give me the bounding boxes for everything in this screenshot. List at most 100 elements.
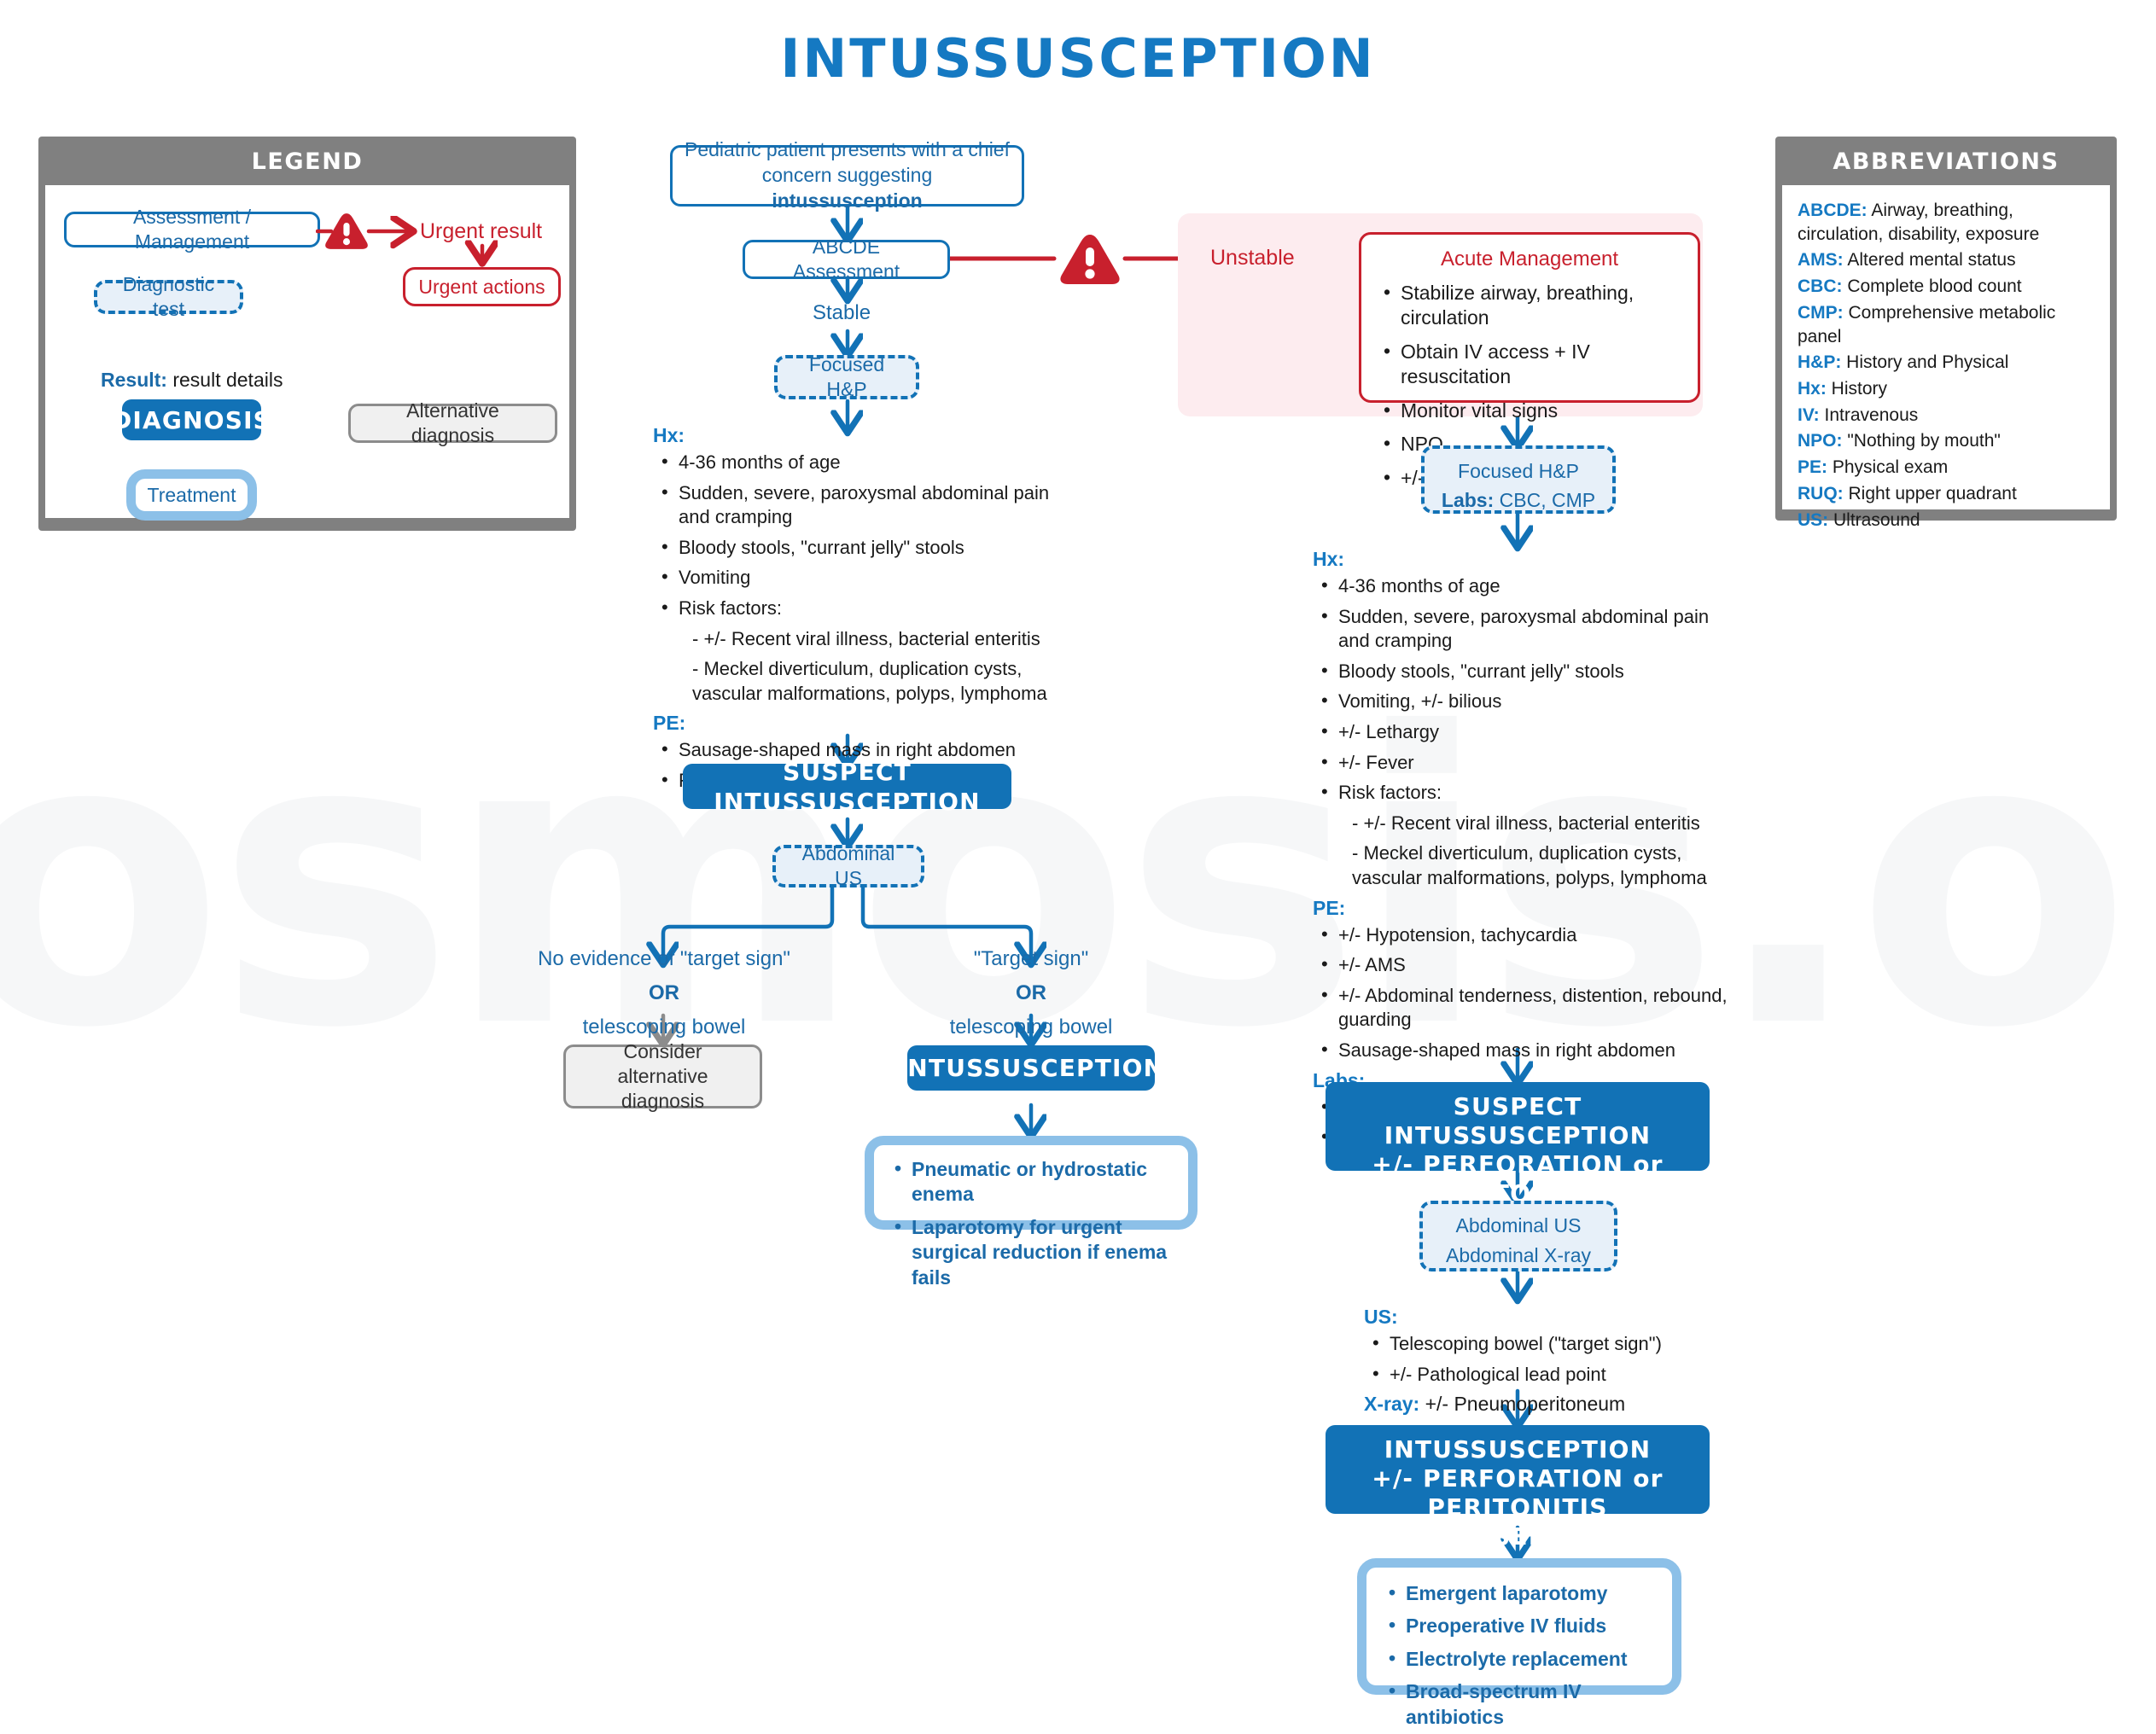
unstable-suspect-line1: SUSPECT INTUSSUSCEPTION xyxy=(1384,1092,1652,1150)
legend-assessment-box: Assessment / Management xyxy=(64,206,320,253)
unstable-pe-list: +/- Hypotension, tachycardia +/- AMS +/- A… xyxy=(1313,922,1739,1063)
acute-management-box: Acute Management Stabilize airway, breat… xyxy=(1359,232,1700,490)
unstable-imaging-line2: Abdominal X-ray xyxy=(1445,1243,1592,1266)
list-item: Sudden, severe, paroxysmal abdominal pai… xyxy=(1321,604,1739,654)
unstable-imaging-line1: Abdominal US xyxy=(1455,1214,1582,1236)
focused-hp-labs-line1: Focused H&P xyxy=(1458,460,1579,482)
list-item: Laparotomy for urgent surgical reduction… xyxy=(894,1214,1176,1290)
unstable-treatment-box: Emergent laparotomyPreoperative IV fluid… xyxy=(1357,1558,1681,1728)
presentation-box: Pediatric patient presents with a chief … xyxy=(670,138,1024,212)
unstable-imaging-box: Abdominal US Abdominal X-ray xyxy=(1419,1201,1617,1271)
legend-red-arrows xyxy=(316,205,589,324)
abbreviation-item: CMP: Comprehensive metabolic panel xyxy=(1798,302,2056,346)
abbreviation-item: ABCDE: Airway, breathing, circulation, d… xyxy=(1798,201,2040,244)
stable-treatment-list: Pneumatic or hydrostatic enemaLaparotomy… xyxy=(886,1156,1176,1290)
unstable-us-head: US: xyxy=(1364,1306,1398,1328)
list-item: 4-36 months of age xyxy=(661,450,1054,475)
focused-hp-labs-box: Focused H&P Labs: CBC, CMP xyxy=(1421,445,1616,514)
list-item: Pneumatic or hydrostatic enema xyxy=(894,1156,1176,1207)
list-item: +/- Fever xyxy=(1321,750,1739,776)
abbreviation-item: H&P: History and Physical xyxy=(1798,352,2009,373)
list-item: - +/- Recent viral illness, bacterial en… xyxy=(692,627,1040,649)
abbreviation-item: IV: Intravenous xyxy=(1798,404,1919,425)
legend-warning-triangle-icon xyxy=(325,213,368,249)
legend-urgent-result-label: Urgent result xyxy=(420,219,543,243)
list-item: Bloody stools, "currant jelly" stools xyxy=(1321,659,1739,684)
abbreviation-item: US: Ultrasound xyxy=(1798,509,1920,530)
unstable-xray-line: X-ray: +/- Pneumoperitoneum xyxy=(1364,1393,1626,1416)
abbreviation-item: PE: Physical exam xyxy=(1798,457,1949,478)
stable-hx-pe-block: Hx: 4-36 months of ageSudden, severe, pa… xyxy=(653,422,1054,800)
unstable-us-list: Telescoping bowel ("target sign") +/- Pat… xyxy=(1364,1331,1757,1388)
list-item: - +/- Recent viral illness, bacterial en… xyxy=(1352,812,1700,834)
unstable-hx-list: 4-36 months of ageSudden, severe, paroxy… xyxy=(1313,573,1739,891)
legend-alternative-diagnosis-box: Alternative diagnosis xyxy=(348,399,557,446)
abcde-assessment-box: ABCDE Assessment xyxy=(743,236,950,282)
stable-hx-list: 4-36 months of ageSudden, severe, paroxy… xyxy=(653,450,1054,706)
list-item: Risk factors: xyxy=(661,596,1054,621)
focused-hp-box: Focused H&P xyxy=(774,353,919,400)
list-item: Emergent laparotomy xyxy=(1389,1580,1658,1606)
list-item: Preoperative IV fluids xyxy=(1389,1613,1658,1638)
list-item: Obtain IV access + IV resuscitation xyxy=(1384,339,1684,390)
legend-urgent-actions-box: Urgent actions xyxy=(403,267,561,306)
left-branch-result: No evidence of "target sign" OR telescop… xyxy=(538,947,790,1039)
stable-pe-head: PE: xyxy=(653,712,686,735)
list-item: +/- Hypotension, tachycardia xyxy=(1321,922,1739,948)
list-item: Telescoping bowel ("target sign") xyxy=(1372,1331,1757,1357)
abbreviation-item: CBC: Complete blood count xyxy=(1798,276,2022,297)
list-item: Vomiting, +/- bilious xyxy=(1321,689,1739,714)
list-item: - Meckel diverticulum, duplication cysts… xyxy=(692,658,1047,704)
stable-label: Stable xyxy=(813,301,871,324)
unstable-diagnosis-line2: +/- PERFORATION or PERITONITIS xyxy=(1372,1464,1664,1522)
page-title: INTUSSUSCEPTION xyxy=(780,27,1376,90)
list-item: Risk factors: xyxy=(1321,780,1739,806)
stable-treatment-box: Pneumatic or hydrostatic enemaLaparotomy… xyxy=(865,1136,1197,1289)
abbreviation-item: Hx: History xyxy=(1798,379,1888,399)
unstable-imaging-results-block: US: Telescoping bowel ("target sign") +/-… xyxy=(1364,1304,1757,1416)
list-item: +/- Abdominal tenderness, distention, re… xyxy=(1321,983,1739,1033)
list-item: +/- Pathological lead point xyxy=(1372,1362,1757,1388)
unstable-hx-head: Hx: xyxy=(1313,548,1345,570)
unstable-pe-head: PE: xyxy=(1313,896,1346,919)
abbreviation-item: NPO: "Nothing by mouth" xyxy=(1798,431,2001,451)
legend-treatment-box: Treatment xyxy=(126,469,257,521)
abbreviations-panel: ABBREVIATIONS ABCDE: Airway, breathing, … xyxy=(1775,137,2117,530)
list-item: Stabilize airway, breathing, circulation xyxy=(1384,280,1684,331)
list-item: 4-36 months of age xyxy=(1321,573,1739,599)
focused-hp-labs-line2: Labs: CBC, CMP xyxy=(1441,488,1596,511)
legend-title: LEGEND xyxy=(251,148,364,175)
list-item: +/- Lethargy xyxy=(1321,719,1739,745)
abbreviation-item: RUQ: Right upper quadrant xyxy=(1798,483,2017,503)
unstable-diagnosis-line3: +/- SEPSIS xyxy=(1442,1522,1594,1551)
unstable-treatment-list: Emergent laparotomyPreoperative IV fluid… xyxy=(1380,1580,1658,1730)
consider-alternative-diagnosis-box: Consider alternative diagnosis xyxy=(563,1040,762,1112)
list-item: Electrolyte replacement xyxy=(1389,1646,1658,1672)
legend-diagnostic-test-box: Diagnostic test xyxy=(94,273,243,320)
abbreviation-item: AMS: Altered mental status xyxy=(1798,250,2016,271)
legend-result-line: Result: result details xyxy=(101,369,283,391)
warning-triangle-icon xyxy=(1060,235,1120,284)
list-item: Bloody stools, "currant jelly" stools xyxy=(661,535,1054,561)
list-item: Monitor vital signs xyxy=(1384,398,1684,423)
unstable-diagnosis-line1: INTUSSUSCEPTION xyxy=(1384,1435,1652,1463)
unstable-label: Unstable xyxy=(1210,246,1295,270)
unstable-suspect-box: SUSPECT INTUSSUSCEPTION +/- PERFORATION … xyxy=(1326,1082,1710,1237)
list-item: Broad-spectrum IV antibiotics xyxy=(1389,1679,1658,1730)
abdominal-us-box: Abdominal US xyxy=(772,842,924,889)
legend-panel: LEGEND xyxy=(38,137,576,531)
stable-hx-head: Hx: xyxy=(653,424,685,446)
right-branch-result: "Target sign" OR telescoping bowel xyxy=(949,947,1113,1039)
abbreviations-title: ABBREVIATIONS xyxy=(1833,148,2060,175)
legend-diagnosis-box: DIAGNOSIS xyxy=(112,399,271,440)
acute-management-title: Acute Management xyxy=(1440,247,1619,271)
list-item: Sudden, severe, paroxysmal abdominal pai… xyxy=(661,480,1054,530)
unstable-diagnosis-box: INTUSSUSCEPTION +/- PERFORATION or PERIT… xyxy=(1326,1425,1710,1551)
list-item: +/- AMS xyxy=(1321,952,1739,978)
list-item: - Meckel diverticulum, duplication cysts… xyxy=(1352,842,1707,888)
list-item: Vomiting xyxy=(661,565,1054,591)
suspect-intussusception-box: SUSPECT INTUSSUSCEPTION xyxy=(683,758,1011,816)
watermark: osmosis.org xyxy=(0,649,2156,1115)
list-item: Sausage-shaped mass in right abdomen xyxy=(1321,1038,1739,1063)
intussusception-diagnosis-box: INTUSSUSCEPTION xyxy=(898,1045,1163,1091)
